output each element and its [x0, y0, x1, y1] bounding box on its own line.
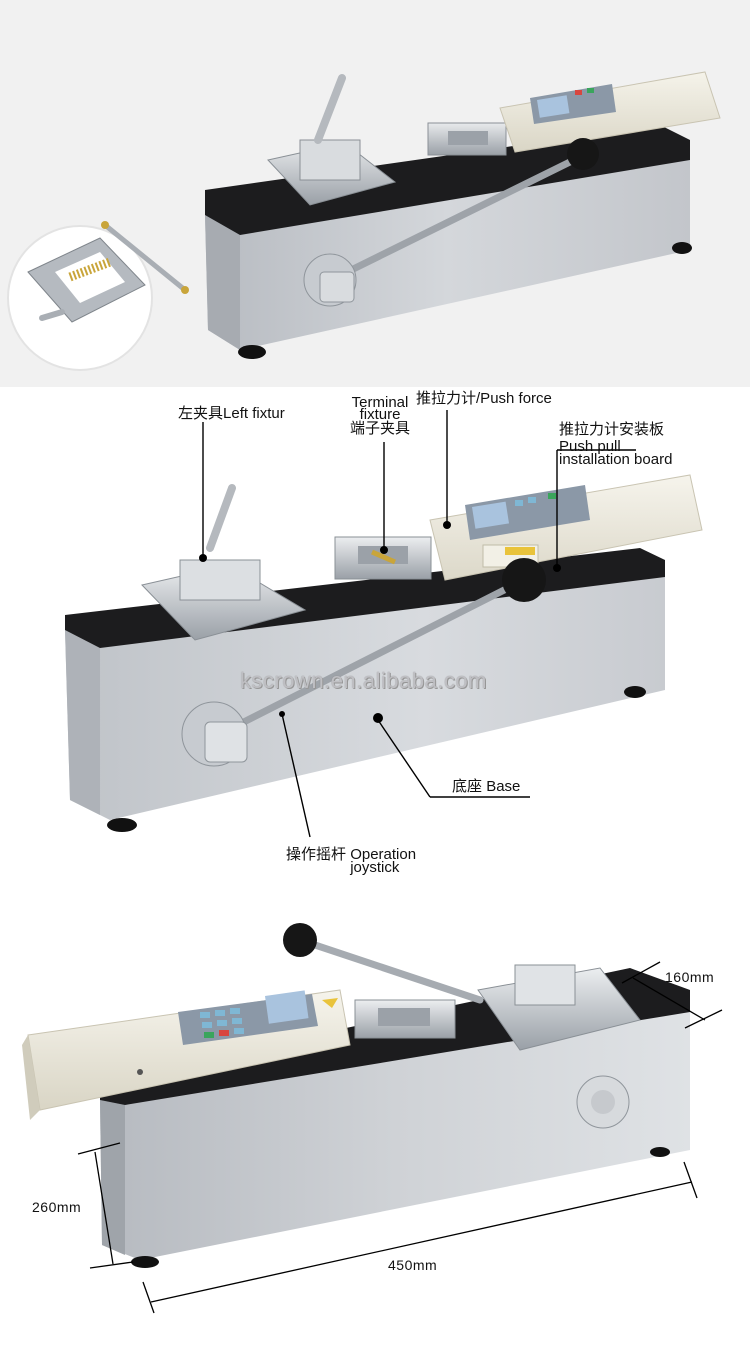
label-terminal-fixture: Terminal fixture 端子夹具: [344, 394, 416, 437]
terminal-fixture-closeup-icon: [27, 221, 189, 323]
leader-lines: [202, 410, 636, 838]
dimensions-panel: 160mm 260mm 450mm: [0, 887, 750, 1357]
label-push-force: 推拉力计/Push force: [416, 390, 552, 407]
dimension-height: 260mm: [32, 1199, 82, 1215]
label-push-force-cn: 推拉力计: [416, 390, 477, 407]
label-terminal-fixture-en1: Terminal: [351, 394, 409, 411]
watermark: kscrown.en.alibaba.com: [240, 668, 488, 693]
label-push-force-en: /Push force: [476, 390, 552, 407]
dimension-lines: [77, 961, 723, 1314]
dimension-depth: 160mm: [665, 969, 715, 985]
label-terminal-fixture-cn: 端子夹具: [349, 420, 410, 437]
label-joystick-en1: Operation: [350, 846, 417, 863]
label-joystick: 操作摇杆 Operation joystick: [286, 846, 417, 876]
dimension-length: 450mm: [388, 1257, 438, 1273]
label-installation-board-en1: Push pull: [559, 438, 621, 455]
label-base-cn: 底座: [452, 778, 483, 795]
label-joystick-cn: 操作摇杆: [286, 846, 347, 863]
label-base-en: Base: [486, 778, 521, 795]
label-terminal-fixture-en2: fixture: [359, 406, 401, 423]
top-product-photo-panel: [0, 0, 750, 387]
label-installation-board: 推拉力计安装板 Push pull installation board: [559, 421, 673, 468]
tester-photo-top: [7, 71, 721, 371]
annotated-product-panel: kscrown.en.alibaba.com 左夹具Left fixtur Te…: [0, 387, 750, 887]
tester-photo-annotated: [65, 410, 703, 838]
label-joystick-en2: joystick: [350, 859, 400, 876]
label-left-fixture-cn: 左夹具: [178, 405, 224, 422]
tester-photo-dimensions: [22, 923, 723, 1314]
label-installation-board-en2: installation board: [559, 451, 673, 468]
label-left-fixture-en: Left fixtur: [223, 405, 285, 422]
label-left-fixture: 左夹具Left fixtur: [178, 405, 285, 422]
label-base: 底座 Base: [452, 778, 521, 795]
label-installation-board-cn: 推拉力计安装板: [559, 421, 665, 438]
